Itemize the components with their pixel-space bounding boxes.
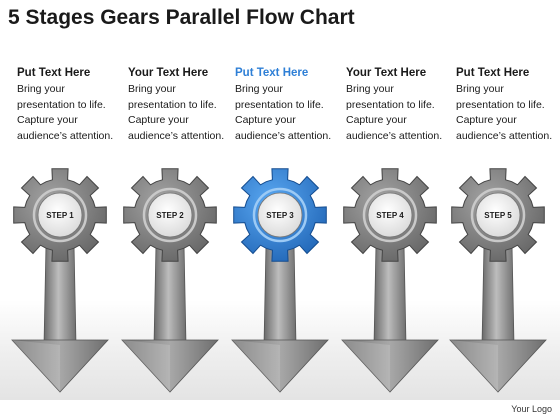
- arrow-highlight: [232, 340, 280, 392]
- step-label: STEP 1: [46, 211, 74, 220]
- gear-ring: [470, 187, 526, 243]
- stage-text-1: Put Text Here Bring your presentation to…: [17, 67, 117, 144]
- stage-5: STEP 5: [449, 168, 547, 393]
- gear-center: [475, 192, 521, 238]
- stage-heading: Put Text Here: [235, 67, 309, 79]
- step-label: STEP 3: [266, 211, 294, 220]
- arrow-highlight: [342, 340, 390, 392]
- gear-center: [257, 192, 303, 238]
- stage-heading: Your Text Here: [128, 67, 209, 79]
- gear-ring: [362, 187, 418, 243]
- gear-center: [37, 192, 83, 238]
- stage-text-2: Your Text Here Bring your presentation t…: [128, 67, 228, 144]
- stage-body: Bring your presentation to life. Capture…: [346, 83, 443, 142]
- gear-ring: [32, 187, 88, 243]
- stage-heading: Your Text Here: [346, 67, 427, 79]
- stage-body: Bring your presentation to life. Capture…: [17, 83, 114, 142]
- stage-2: STEP 2: [121, 168, 219, 393]
- gear-center: [367, 192, 413, 238]
- step-label: STEP 5: [484, 211, 512, 220]
- arrow-down-icon: [11, 339, 109, 393]
- stage-text-4: Your Text Here Bring your presentation t…: [346, 67, 446, 144]
- step-label: STEP 2: [156, 211, 184, 220]
- stage-body: Bring your presentation to life. Capture…: [128, 83, 225, 142]
- page-title: 5 Stages Gears Parallel Flow Chart: [8, 6, 355, 29]
- arrow-highlight: [450, 340, 498, 392]
- stage-text-3: Put Text Here Bring your presentation to…: [235, 67, 335, 144]
- arrow-down-icon: [231, 339, 329, 393]
- arrow-highlight: [12, 340, 60, 392]
- stage-3: STEP 3: [231, 168, 329, 393]
- arrow-down-icon: [449, 339, 547, 393]
- stage-4: STEP 4: [341, 168, 439, 393]
- stage-heading: Put Text Here: [17, 67, 91, 79]
- stage-body: Bring your presentation to life. Capture…: [456, 83, 553, 142]
- gear-ring: [252, 187, 308, 243]
- step-label: STEP 4: [376, 211, 404, 220]
- arrow-down-icon: [341, 339, 439, 393]
- stage-text-5: Put Text Here Bring your presentation to…: [456, 67, 556, 144]
- gear-center: [147, 192, 193, 238]
- stage-heading: Put Text Here: [456, 67, 530, 79]
- logo-text: Your Logo: [511, 404, 552, 414]
- stage-body: Bring your presentation to life. Capture…: [235, 83, 332, 142]
- arrow-down-icon: [121, 339, 219, 393]
- stage-1: STEP 1: [11, 168, 109, 393]
- gear-ring: [142, 187, 198, 243]
- arrow-highlight: [122, 340, 170, 392]
